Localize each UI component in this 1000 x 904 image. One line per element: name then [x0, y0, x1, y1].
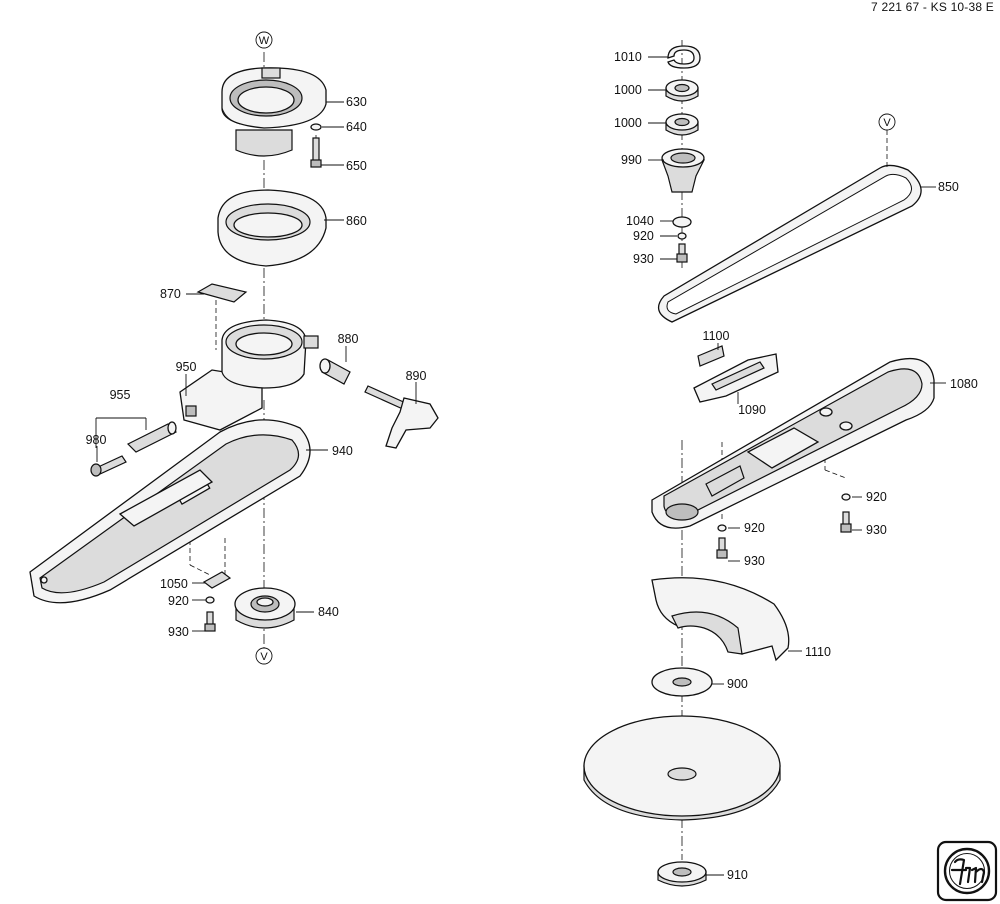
label-850: 850 [938, 180, 959, 194]
label-1000a: 1000 [614, 83, 642, 97]
part-1100-spring [697, 345, 725, 367]
part-840-gear-nut [234, 587, 296, 629]
part-1000a-bearing [665, 79, 699, 102]
part-880-sleeve [319, 358, 351, 385]
part-1080-cover-plate [651, 357, 935, 529]
label-1010: 1010 [614, 50, 642, 64]
part-990-spindle [661, 148, 705, 193]
part-860-cover [217, 189, 327, 267]
label-930d: 930 [744, 554, 765, 568]
part-930d-screw [840, 511, 852, 533]
part-920d-washer [841, 493, 851, 501]
part-1050-plate [202, 571, 232, 589]
part-920b-washer [677, 232, 687, 240]
document-id: 7 221 67 - KS 10-38 E [871, 0, 994, 14]
label-940: 940 [332, 444, 353, 458]
label-990: 990 [621, 153, 642, 167]
part-1010-snap-ring [667, 45, 701, 69]
label-1000b: 1000 [614, 116, 642, 130]
part-650-screw [310, 137, 322, 168]
label-1090: 1090 [738, 403, 766, 417]
label-840: 840 [318, 605, 339, 619]
part-950-bracket [179, 319, 319, 431]
left-assembly: W [29, 31, 439, 665]
part-920c-washer [717, 524, 727, 532]
part-labels: 630 640 650 860 870 880 890 950 955 980 … [86, 50, 978, 882]
label-1040: 1040 [626, 214, 654, 228]
part-640-washer [310, 123, 322, 131]
label-640: 640 [346, 120, 367, 134]
label-955: 955 [110, 388, 131, 402]
part-1040-washer [672, 216, 692, 228]
label-630: 630 [346, 95, 367, 109]
leader-lines [96, 56, 946, 876]
label-920a: 920 [168, 594, 189, 608]
right-assembly: V [583, 40, 935, 887]
part-870-pad [196, 283, 248, 303]
part-1000b-bearing [665, 113, 699, 136]
reference-marker-v-left: V [255, 647, 273, 665]
part-930a-screw [204, 611, 216, 632]
saw-blade [583, 715, 781, 821]
part-920a-washer [205, 596, 215, 604]
label-930a: 930 [168, 625, 189, 639]
label-980: 980 [86, 433, 107, 447]
label-910: 910 [727, 868, 748, 882]
part-630-flange-housing [221, 67, 327, 157]
part-940-arm-housing [29, 419, 311, 604]
label-920c: 920 [866, 490, 887, 504]
label-1110: 1110 [805, 645, 831, 659]
svg-text:V: V [883, 117, 891, 129]
label-1100: 1100 [703, 329, 730, 343]
part-1110-blade-guard [651, 577, 790, 662]
label-880: 880 [338, 332, 359, 346]
part-900-flange [651, 667, 713, 697]
label-920b: 920 [633, 229, 654, 243]
label-930c: 930 [866, 523, 887, 537]
label-870: 870 [160, 287, 181, 301]
label-890: 890 [406, 369, 427, 383]
fein-logo [936, 840, 998, 902]
part-850-belt [657, 164, 922, 323]
label-650: 650 [346, 159, 367, 173]
label-950: 950 [176, 360, 197, 374]
label-930b: 930 [633, 252, 654, 266]
svg-text:W: W [259, 35, 270, 47]
reference-marker-v-right: V [878, 113, 896, 131]
label-900: 900 [727, 677, 748, 691]
label-920d: 920 [744, 521, 765, 535]
label-1080: 1080 [950, 377, 978, 391]
part-910-nut [657, 861, 707, 887]
reference-marker-w: W [255, 31, 273, 49]
label-860: 860 [346, 214, 367, 228]
part-930b-screw [676, 243, 688, 263]
part-955-bolt-set [90, 417, 178, 477]
part-890-clamp-lever [364, 385, 439, 449]
part-1090-latch [693, 353, 779, 403]
part-930c-screw [716, 537, 728, 559]
label-1050: 1050 [160, 577, 188, 591]
svg-text:V: V [260, 651, 268, 663]
